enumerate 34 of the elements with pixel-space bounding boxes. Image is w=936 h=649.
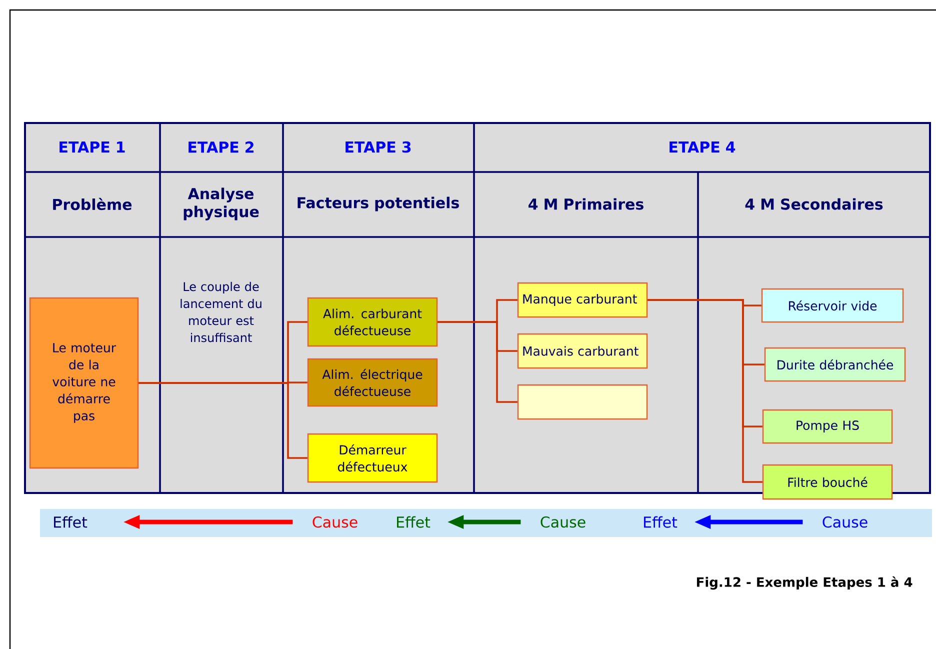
cause-box: Mauvais carburant xyxy=(517,333,648,369)
column-heading: ETAPE 3 xyxy=(346,141,411,153)
connector-line xyxy=(648,299,762,483)
cause-box: Le moteur de la voiture ne démarre pas xyxy=(29,297,139,469)
column-heading: 4 M Secondaires xyxy=(745,198,883,210)
cause-box: Démarreur défectueux xyxy=(307,433,438,483)
cause-box: Filtre bouché xyxy=(762,464,893,500)
column-heading: 4 M Primaires xyxy=(528,198,644,210)
caption: Fig.12 - Exemple Etapes 1 à 4 xyxy=(696,576,912,590)
arrow xyxy=(124,515,293,529)
connector-line xyxy=(438,321,518,403)
column-heading: Problème xyxy=(53,198,132,210)
legend-text: Effet xyxy=(54,516,88,528)
column-heading: Facteurs potentiels xyxy=(298,196,459,212)
cause-box: Alim. électrique défectueuse xyxy=(307,358,438,407)
arrow xyxy=(448,515,521,529)
analysis-text: Le couple de lancement du moteur est insuffisant xyxy=(180,282,262,342)
cause-box: Pompe HS xyxy=(762,409,893,444)
column-heading: ETAPE 1 xyxy=(60,142,125,152)
legend-text: Effet xyxy=(644,516,678,528)
cause-box: Réservoir vide xyxy=(761,288,904,323)
empty-box xyxy=(517,384,648,420)
connector-line xyxy=(138,382,308,459)
legend-text: Cause xyxy=(540,516,586,528)
legend-text: Effet xyxy=(397,516,430,528)
column-heading: ETAPE 4 xyxy=(670,142,736,152)
column-heading: ETAPE 2 xyxy=(188,141,254,153)
column-heading: Analyse physique xyxy=(184,188,259,220)
cause-box: Manque carburant xyxy=(517,282,648,318)
cause-box: Durite débranchée xyxy=(764,347,906,382)
arrow xyxy=(694,515,803,529)
cause-box: Alim. carburant défectueuse xyxy=(307,297,438,347)
legend-text: Cause xyxy=(822,516,868,528)
legend-text: Cause xyxy=(312,516,358,528)
